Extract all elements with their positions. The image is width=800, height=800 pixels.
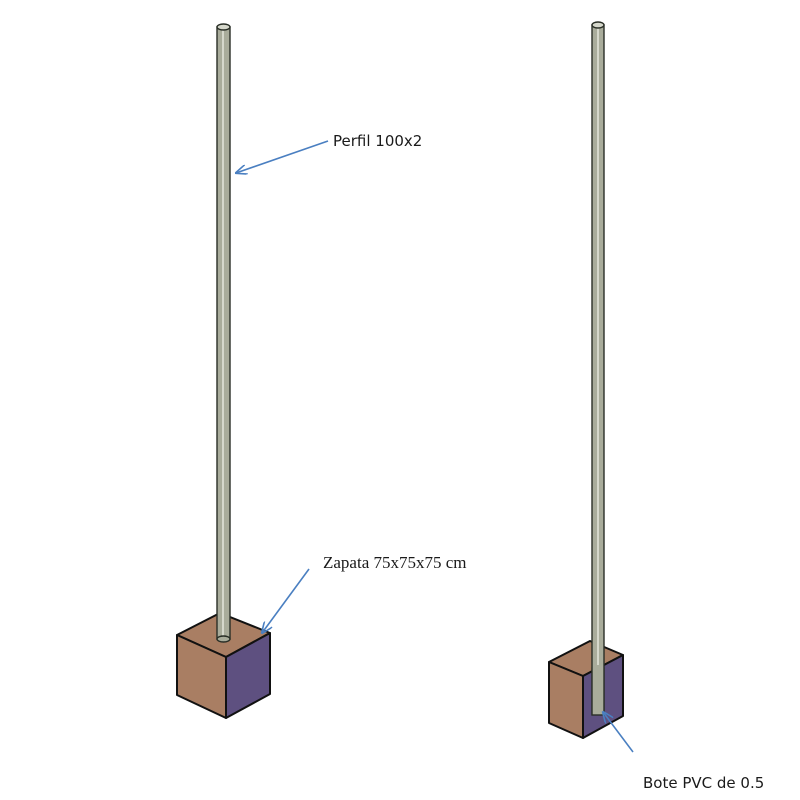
left-footing-right-face: [225, 632, 271, 719]
right-footing-left-face: [548, 661, 584, 739]
left-footing: [176, 612, 271, 719]
pvc-label: Bote PVC de 0.5: [643, 774, 764, 792]
profile-label: Perfil 100x2: [333, 132, 422, 150]
profile-leader-arrow: [236, 140, 329, 173]
right-pole: [591, 21, 605, 716]
pvc-leader-arrow: [603, 712, 634, 753]
footing-label: Zapata 75x75x75 cm: [323, 553, 467, 572]
left-pole: [216, 23, 231, 643]
right-assembly: Bote PVC de 0.5: [548, 21, 764, 792]
left-assembly: Perfil 100x2 Zapata 75x75x75 cm: [176, 23, 467, 719]
footing-leader-arrow: [262, 568, 310, 633]
